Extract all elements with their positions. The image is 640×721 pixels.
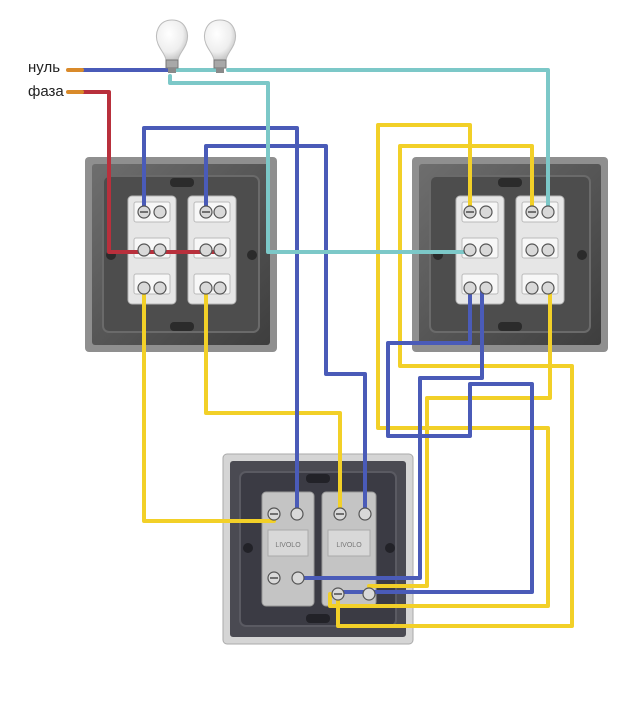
cross-switch-frame (222, 453, 414, 645)
left-switch-frame (85, 157, 277, 352)
wire-ends (66, 68, 84, 94)
return-wire (142, 126, 299, 516)
traveler-wire (367, 286, 552, 588)
mechanism-print: LIVOLO (275, 542, 301, 549)
terminals (137, 205, 555, 601)
traveler-wires (142, 123, 574, 628)
mechanism-print: LIVOLO (336, 542, 362, 549)
lamp-wire (168, 74, 472, 254)
return-wire (336, 286, 534, 594)
right-mechanism-b (515, 195, 565, 305)
wires (66, 68, 574, 628)
phase-label: фаза (28, 83, 64, 100)
return-wire (296, 286, 484, 580)
lamp-wires (168, 68, 550, 254)
return-wire (204, 144, 367, 516)
right-switch-frame (412, 157, 608, 352)
blue-wires (80, 68, 534, 594)
traveler-wire (336, 144, 574, 628)
traveler-wire (204, 286, 342, 516)
light-bulb-icon (204, 19, 236, 73)
lamp-wire (226, 68, 550, 214)
light-bulb-icon (156, 19, 188, 73)
neutral-label: нуль (28, 59, 61, 76)
traveler-wire (328, 123, 550, 608)
